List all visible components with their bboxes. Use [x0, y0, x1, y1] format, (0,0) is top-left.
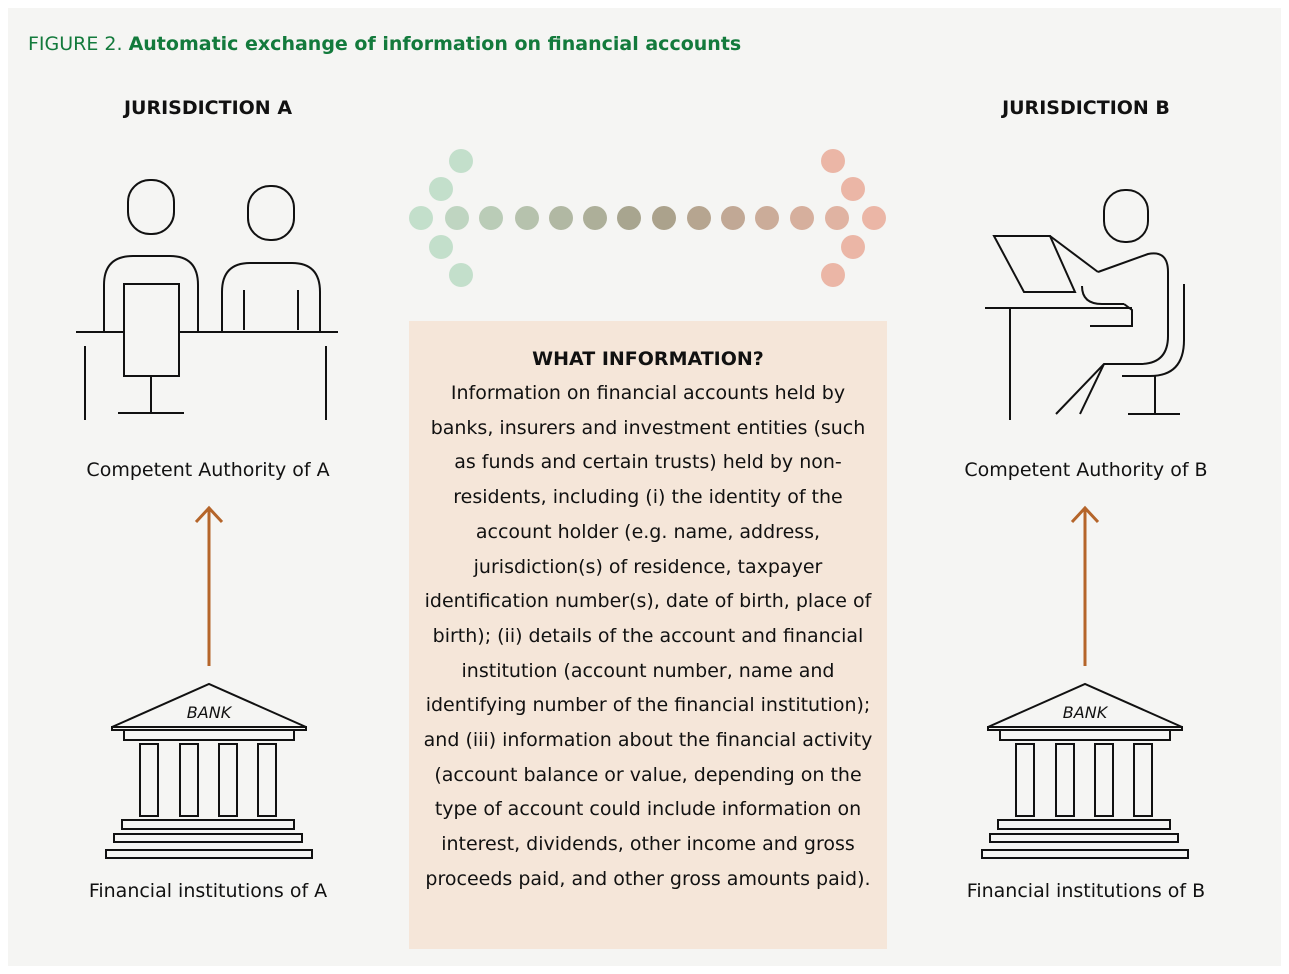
figure-title: FIGURE 2. Automatic exchange of informat…: [28, 33, 741, 55]
authority-a-label: Competent Authority of A: [86, 459, 330, 481]
arrow-shaft-dot: [862, 206, 886, 230]
exchange-arrow-icon: [409, 149, 886, 287]
up-arrow-a-icon: [194, 505, 224, 666]
arrow-shaft-dot: [515, 206, 539, 230]
right-arrowhead-dot: [841, 177, 865, 201]
institutions-a-label: Financial institutions of A: [88, 880, 328, 902]
person-at-laptop-icon: [985, 189, 1185, 420]
arrow-shaft-dot: [721, 206, 745, 230]
arrow-shaft-dot: [652, 206, 676, 230]
arrow-shaft-dot: [549, 206, 573, 230]
arrow-shaft-dot: [479, 206, 503, 230]
figure-prefix: FIGURE 2.: [28, 33, 129, 55]
bank-a-text: BANK: [187, 703, 233, 722]
information-box-body: Information on financial accounts held b…: [423, 382, 873, 890]
arrow-shaft-dot: [687, 206, 711, 230]
bank-building-a-icon: BANK: [105, 682, 313, 859]
institutions-b-label: Financial institutions of B: [966, 880, 1206, 902]
jurisdiction-b-heading: JURISDICTION B: [1002, 97, 1170, 119]
left-arrowhead-dot: [449, 149, 473, 173]
right-arrowhead-dot: [841, 235, 865, 259]
arrow-shaft-dot: [825, 206, 849, 230]
arrow-shaft-dot: [445, 206, 469, 230]
up-arrow-b-icon: [1070, 505, 1100, 666]
meeting-people-icon: [76, 179, 338, 420]
arrow-shaft-dot: [409, 206, 433, 230]
right-arrowhead-dot: [821, 149, 845, 173]
information-box: WHAT INFORMATION? Information on financi…: [409, 321, 887, 949]
figure-title-text: Automatic exchange of information on fin…: [128, 33, 742, 55]
authority-b-label: Competent Authority of B: [964, 459, 1208, 481]
arrow-shaft-dot: [755, 206, 779, 230]
right-arrowhead-dot: [821, 263, 845, 287]
jurisdiction-a-heading: JURISDICTION A: [123, 97, 293, 119]
information-box-title: WHAT INFORMATION?: [532, 348, 764, 370]
bank-b-text: BANK: [1063, 703, 1109, 722]
left-arrowhead-dot: [429, 235, 453, 259]
arrow-shaft-dot: [617, 206, 641, 230]
bank-building-b-icon: BANK: [981, 682, 1189, 859]
arrow-shaft-dot: [583, 206, 607, 230]
left-arrowhead-dot: [449, 263, 473, 287]
left-arrowhead-dot: [429, 177, 453, 201]
arrow-shaft-dot: [790, 206, 814, 230]
